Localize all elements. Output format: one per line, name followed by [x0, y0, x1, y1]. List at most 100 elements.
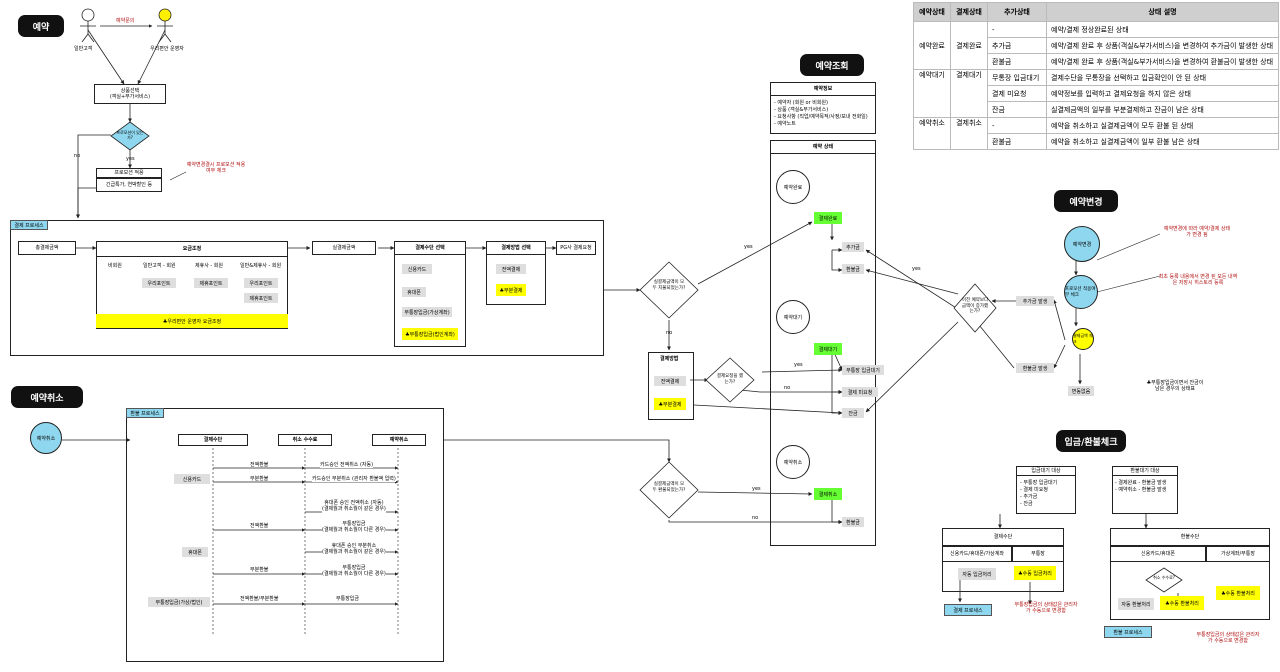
state-pay-not-req: 결제 미요청 [842, 387, 878, 397]
status-table-header: 상태 설명 [1046, 2, 1279, 22]
label-yes-change: yes [912, 266, 921, 272]
change-refund: 환불금 발생 [1016, 363, 1054, 373]
label-yes-promo: yes [126, 156, 135, 162]
label-no-refund: no [752, 515, 759, 521]
status-cell: 결제취소 [950, 117, 988, 150]
section-change: 예약변경 [1054, 190, 1118, 212]
status-cell: 무통장 입금대기 [987, 69, 1047, 86]
label-yes-req: yes [794, 362, 803, 368]
status-cell: 예약완료 [913, 21, 951, 70]
status-cell: 결제완료 [950, 21, 988, 70]
change-diff-question: 이전 예약보다 금액이 증가했는가? [961, 298, 989, 315]
label-no-promo: no [74, 153, 81, 159]
deposit-target-item: - 무통장 입금대기 [1020, 480, 1058, 486]
promo-apply-title: 프로모션 적용 [96, 168, 162, 178]
fee-col-both: 일반&제휴사 - 회원 [240, 263, 282, 269]
deposit-target-item: - 결제 미요청 [1020, 487, 1048, 493]
refund-means-title: 환불수단 [1110, 528, 1270, 546]
status-cell: 예약/결제 완료 후 상품(객실&부가서비스)을 변경하여 환불금이 발생한 상… [1046, 53, 1279, 70]
state-wait-node: 예약대기 [776, 300, 810, 334]
actor-customer: 일반고객 [74, 46, 93, 52]
refund-process-frame [126, 408, 444, 662]
promo-note: 예약변경결시 프로모션 적용여부 체크 [186, 162, 246, 175]
deposit-target-item: - 추가금 [1020, 494, 1038, 500]
pay-partial: ♣부분결제 [654, 398, 686, 410]
label-no-paid: no [666, 330, 673, 336]
status-cell: 예약대기 [913, 69, 951, 118]
point-our: 우리포인트 [142, 278, 176, 288]
status-table: 예약상태 결제상태 추가상태 상태 설명 예약완료 결제완료 - 예약/결제 정… [913, 2, 1279, 150]
refund-phone: 휴대폰 [182, 547, 208, 557]
refund-card: 신용카드 [174, 474, 210, 484]
total-amount-box: 총결제금액 [18, 241, 76, 255]
pg-request-box: PG사 결제요청 [556, 241, 596, 255]
fee-question: 취소 수수료? [1153, 575, 1175, 580]
state-refund: 환불금 [842, 264, 864, 274]
manual-refund-1: ♣수동 환불처리 [1160, 596, 1204, 610]
refund-process-tag: 환불 프로세스 [126, 408, 164, 418]
status-table-header: 추가상태 [987, 2, 1047, 22]
method-card: 신용카드 [402, 264, 432, 274]
pay-method-title: 결제방법 [660, 356, 679, 362]
reservation-state-title: 예약 상태 [770, 140, 876, 154]
way-full: 전액결제 [496, 264, 526, 274]
pay-means-col-b: 무통장 [1012, 546, 1064, 562]
refund-method-label: 전액환불/부분환불 [240, 596, 279, 602]
state-add: 추가금 [842, 242, 864, 252]
change-node: 예약변경 [1064, 226, 1100, 262]
refund-method-label: 부분환불 [250, 476, 269, 482]
refund-means-col-d: 가상계좌/무통장 [1206, 546, 1270, 562]
refund-result: 카드승인 전액취소 (자동) [320, 462, 374, 469]
refund-method-label: 전액환불 [250, 523, 269, 529]
change-diff-node: 결제금액 체크 [1072, 328, 1094, 350]
fee-col-partner: 제휴사 - 회원 [195, 263, 223, 269]
status-cell: 추가금 [987, 37, 1047, 54]
deposit-target-item: - 잔금 [1020, 501, 1033, 507]
cancel-node: 예약취소 [30, 422, 62, 454]
refund-bank: 무통장입금(가상/법인) [148, 597, 210, 607]
state-cancel-node: 예약취소 [776, 445, 810, 479]
refund-result: 무통장입금 (결제월과 취소월이 다른 경우) [322, 565, 386, 578]
actor-operator: 우리편안 운영자 [150, 46, 184, 52]
deposit-refund-tag: 환불 프로세스 [1104, 626, 1152, 638]
method-corporate: ♣무통장입금(법인계좌) [402, 328, 458, 340]
status-cell: 잔금 [987, 101, 1047, 118]
deposit-pay-tag: 결제 프로세스 [944, 604, 992, 616]
point-partner: 제휴포인트 [194, 278, 228, 288]
change-note-2: 최초 등록 내용에서 변경 된 모든 내역은 저장시 히스토리 등록 [1158, 274, 1238, 287]
deposit-note-left: 무통장입금의 상태값은 관리자가 수동으로 변경함 [1014, 602, 1078, 615]
status-cell: 결제수단을 무통장을 선택하고 입금확인이 안 된 상태 [1046, 69, 1279, 86]
state-balance: 잔금 [842, 408, 864, 418]
status-cell: 결제 미요청 [987, 85, 1047, 102]
auto-deposit: 자동 입금처리 [958, 568, 996, 580]
refund-head-fee: 취소 수수료 [278, 434, 332, 446]
pay-means-title: 결제수단 [942, 528, 1064, 546]
status-table-header: 예약상태 [913, 2, 951, 22]
refund-result: 휴대폰 승인 부분취소 (결제월과 취소월이 같은 경우) [322, 543, 386, 556]
status-cell: 실결제금액의 일부를 부분결제하고 잔금이 남은 상태 [1046, 101, 1279, 118]
change-add: 추가금 발생 [1016, 296, 1054, 306]
refund-result: 휴대폰 승인 전액취소 (자동) (결제월과 취소월이 같은 경우) [322, 500, 386, 513]
pay-request-question: 결제요청을 했는가? [716, 374, 744, 385]
status-cell: - [987, 21, 1047, 38]
status-cell: 예약정보를 입력하고 결제요청을 하지 않은 상태 [1046, 85, 1279, 102]
operator-adjust: ♣우리편안 운영자 요금조정 [96, 314, 288, 328]
status-cell: 결제대기 [950, 69, 988, 118]
reservation-info-item: - 요청사항 (직업/예약목적/사정/보내 전화일) [774, 114, 868, 120]
change-note-3: ♣무통장입금이면서 잔금이 남은 경우의 상태표 [1144, 380, 1206, 393]
method-title: 결제수단 선택 [394, 241, 466, 255]
status-cell: 환불금 [987, 53, 1047, 70]
refund-head-means: 결제수단 [178, 434, 248, 446]
paid-all-question: 실결제금액이 모두 지불되었는가? [652, 280, 686, 291]
way-partial: ♣부분결제 [496, 284, 526, 296]
manual-deposit: ♣수동 입금처리 [1014, 566, 1056, 580]
label-inquiry: 예약문의 [116, 18, 135, 24]
reservation-info-item: - 상품 (객실&부가서비스) [774, 107, 829, 113]
method-phone: 휴대폰 [402, 287, 426, 297]
refund-result: 무통장입금 [336, 596, 360, 603]
state-done-node: 예약완료 [776, 170, 810, 204]
state-pay-cancel: 결제취소 [814, 488, 842, 500]
status-cell: 예약취소 [913, 117, 951, 150]
payment-process-tag: 결제 프로세스 [10, 220, 48, 230]
